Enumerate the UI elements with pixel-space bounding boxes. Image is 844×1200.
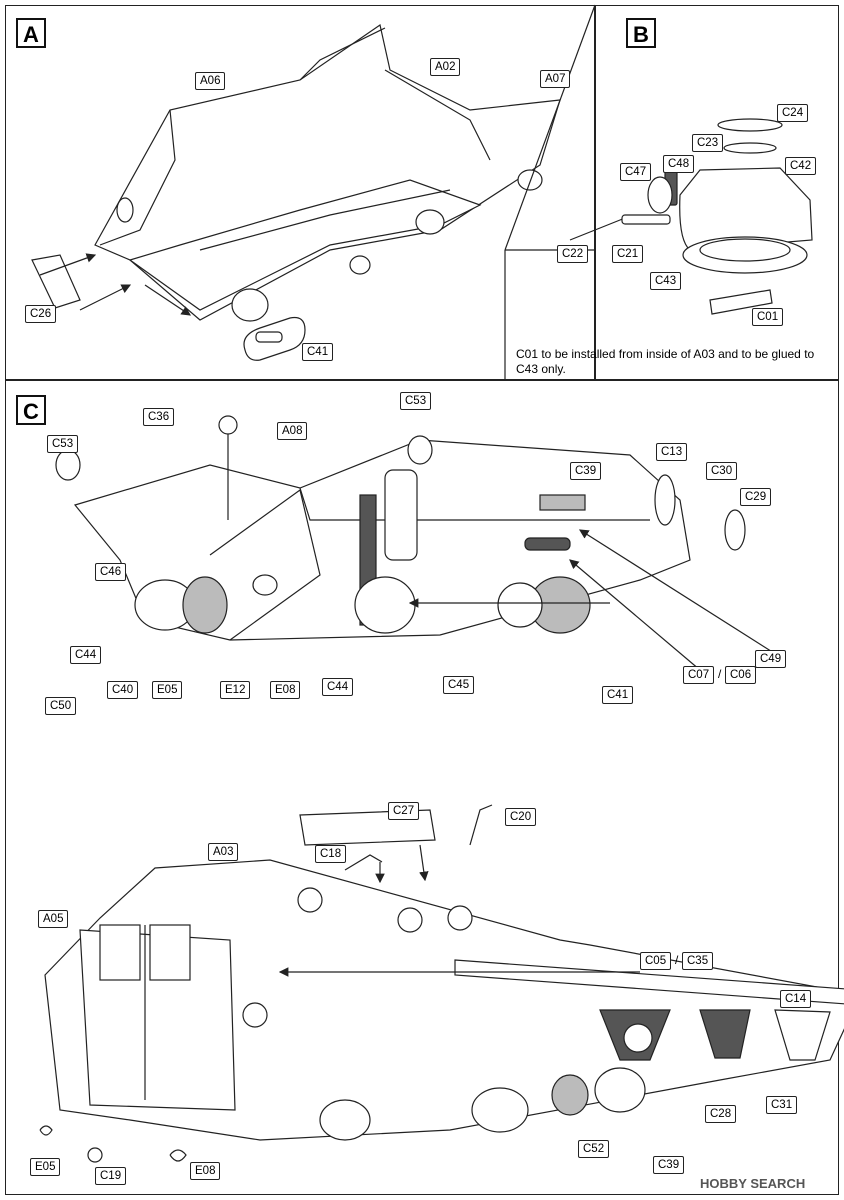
part-label-c39-bottom: C39 <box>653 1156 685 1174</box>
part-label-c53-left: C53 <box>47 435 79 453</box>
part-label-c01: C01 <box>752 308 784 326</box>
panel-b-instruction-note: C01 to be installed from inside of A03 a… <box>516 347 815 376</box>
part-label-c44-left: C44 <box>70 646 102 664</box>
suspension-assembly-drawing <box>55 415 746 641</box>
part-c41-drawing <box>243 316 306 361</box>
part-label-c49: C49 <box>755 650 787 668</box>
part-label-c13: C13 <box>656 443 688 461</box>
hull-tub-drawing <box>94 24 561 322</box>
part-label-c45: C45 <box>443 676 475 694</box>
part-label-c48: C48 <box>663 155 695 173</box>
panel-c-top-arrows <box>408 529 786 671</box>
panel-a-label: A <box>16 18 46 48</box>
part-label-c44-center: C44 <box>322 678 354 696</box>
panel-c <box>5 380 839 1195</box>
part-label-c29: C29 <box>740 488 772 506</box>
part-label-c24: C24 <box>777 104 809 122</box>
part-label-c53-center: C53 <box>400 392 432 410</box>
panel-b <box>595 5 839 380</box>
part-label-c31: C31 <box>766 1096 798 1114</box>
part-label-c23: C23 <box>692 134 724 152</box>
part-label-e12: E12 <box>220 681 251 699</box>
part-label-c22: C22 <box>557 245 589 263</box>
part-label-e05-top: E05 <box>152 681 183 699</box>
turret-drawing <box>569 118 813 315</box>
panel-a <box>5 5 595 380</box>
panel-b-divider <box>504 4 596 380</box>
part-label-c21: C21 <box>612 245 644 263</box>
part-label-c06: C06 <box>725 666 757 684</box>
part-label-c27: C27 <box>388 802 420 820</box>
part-label-c35: C35 <box>682 952 714 970</box>
part-label-e08-bottom: E08 <box>190 1162 221 1180</box>
watermark: HOBBY SEARCH <box>700 1176 806 1191</box>
part-label-c28: C28 <box>705 1105 737 1123</box>
panel-a-arrows <box>39 253 191 316</box>
part-label-c52: C52 <box>578 1140 610 1158</box>
part-label-a08: A08 <box>277 422 308 440</box>
vehicle-drawing <box>39 804 844 1163</box>
part-c26-drawing <box>31 254 81 309</box>
part-label-a03: A03 <box>208 843 239 861</box>
part-label-c14: C14 <box>780 990 812 1008</box>
part-label-e05-bottom: E05 <box>30 1158 61 1176</box>
part-label-c19: C19 <box>95 1167 127 1185</box>
part-label-c05: C05 <box>640 952 672 970</box>
part-label-a06: A06 <box>195 72 226 90</box>
part-label-c42: C42 <box>785 157 817 175</box>
part-label-c26: C26 <box>25 305 57 323</box>
part-label-c41: C41 <box>302 343 334 361</box>
part-label-c47: C47 <box>620 163 652 181</box>
part-label-c41-top: C41 <box>602 686 634 704</box>
part-label-c07: C07 <box>683 666 715 684</box>
part-label-c43: C43 <box>650 272 682 290</box>
part-label-c46: C46 <box>95 563 127 581</box>
part-label-c18: C18 <box>315 845 347 863</box>
part-label-separator-c07-c06: / <box>718 667 722 681</box>
part-label-c50: C50 <box>45 697 77 715</box>
part-label-a02: A02 <box>430 58 461 76</box>
part-label-c20: C20 <box>505 808 537 826</box>
part-label-e08-top: E08 <box>270 681 301 699</box>
part-label-c40: C40 <box>107 681 139 699</box>
part-label-a07: A07 <box>540 70 571 88</box>
part-label-c39-top: C39 <box>570 462 602 480</box>
panel-c-label: C <box>16 395 46 425</box>
panel-c-bottom-arrows <box>278 844 640 977</box>
panel-b-label: B <box>626 18 656 48</box>
part-label-c36: C36 <box>143 408 175 426</box>
part-label-c30: C30 <box>706 462 738 480</box>
part-label-separator-c05-c35: / <box>675 953 679 967</box>
part-label-a05: A05 <box>38 910 69 928</box>
